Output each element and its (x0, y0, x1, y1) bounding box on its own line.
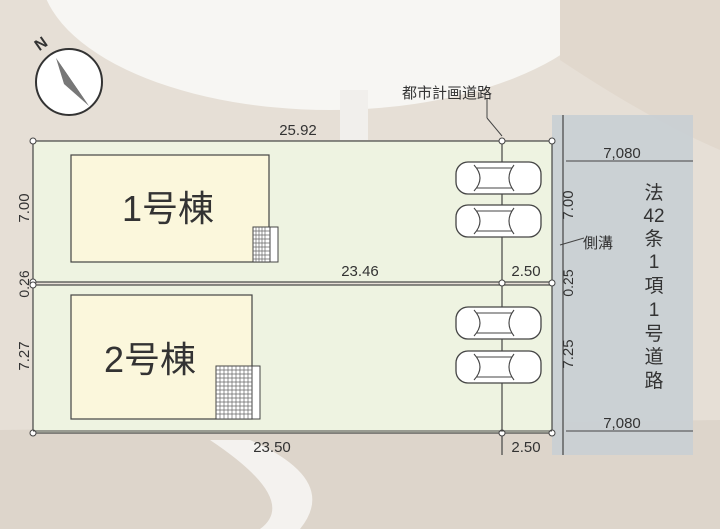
dim-bottom-length: 23.50 (253, 439, 291, 456)
building-1-label: 1号棟 (122, 188, 214, 229)
dim-road-width-bottom: 7,080 (603, 415, 641, 432)
road-area (552, 115, 693, 455)
road-name-char: 法 (644, 182, 663, 204)
road-name-char: 条 (644, 228, 663, 250)
road-name: 法 42 条 1 項 1 号 道 路 (643, 182, 664, 392)
dim-lot2-depth: 7.27 (16, 341, 33, 370)
car-icon (455, 350, 542, 384)
car-icon (455, 161, 542, 195)
dim-middle-setback: 2.50 (511, 263, 540, 280)
dim-bottom-setback: 2.50 (511, 439, 540, 456)
road-name-char: 42 (643, 206, 664, 227)
side-ditch-label: 側溝 (583, 235, 613, 252)
dim-road-width-top: 7,080 (603, 145, 641, 162)
road-name-char: 1 (649, 300, 660, 321)
dim-gap-left: 0.26 (16, 270, 32, 297)
dim-road-right-700: 7.00 (560, 190, 577, 219)
road-name-char: 号 (644, 324, 663, 345)
road-name-char: 道 (644, 346, 663, 368)
road-name-char: 項 (644, 276, 663, 297)
dim-road-right-025: 0.25 (560, 269, 576, 296)
entrance-grid-1 (252, 226, 279, 263)
car-icon (455, 204, 542, 238)
road-name-char: 1 (649, 252, 660, 273)
compass-icon: N (32, 34, 103, 116)
building-1 (70, 154, 270, 263)
road-name-char: 路 (644, 370, 663, 392)
compass-north-label: N (32, 34, 51, 55)
road-plan-label: 都市計画道路 (402, 85, 492, 102)
entrance-grid-2 (215, 365, 261, 420)
dim-lot1-depth: 7.00 (16, 193, 33, 222)
building-2-label: 2号棟 (104, 339, 196, 380)
car-icon (455, 306, 542, 340)
dim-road-right-725: 7.25 (560, 339, 577, 368)
dim-middle-length: 23.46 (341, 263, 379, 280)
dim-top-total: 25.92 (279, 122, 317, 139)
